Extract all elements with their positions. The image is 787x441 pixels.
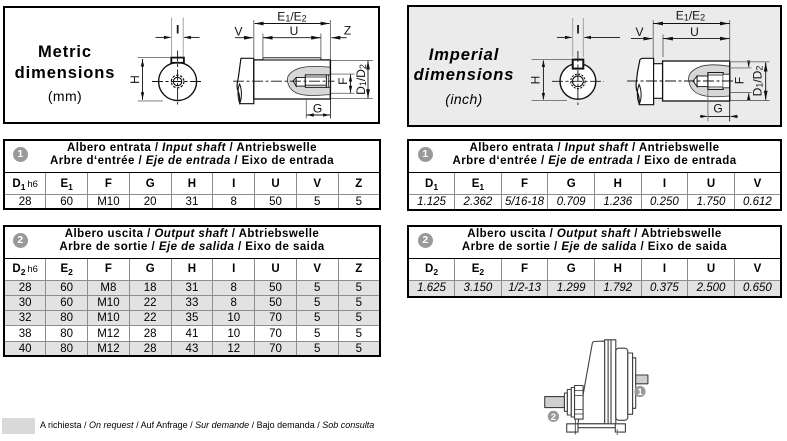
svg-text:V: V — [635, 25, 643, 39]
svg-text:U: U — [690, 25, 699, 39]
svg-text:G: G — [713, 102, 722, 116]
svg-text:1: 1 — [637, 387, 643, 398]
svg-text:D1/D2: D1/D2 — [354, 64, 368, 95]
svg-text:V: V — [234, 24, 242, 38]
svg-text:U: U — [290, 24, 299, 38]
svg-text:Z: Z — [344, 24, 351, 38]
svg-text:I: I — [576, 23, 579, 37]
svg-text:H: H — [529, 76, 543, 85]
svg-text:E1/E2: E1/E2 — [676, 9, 705, 23]
svg-text:F: F — [733, 77, 747, 84]
svg-text:I: I — [176, 23, 179, 37]
svg-text:2: 2 — [551, 412, 556, 423]
svg-text:E1/E2: E1/E2 — [277, 10, 306, 24]
svg-text:H: H — [128, 75, 142, 84]
svg-text:G: G — [313, 101, 322, 115]
svg-text:F: F — [336, 78, 350, 85]
svg-text:D1/D2: D1/D2 — [750, 66, 764, 97]
